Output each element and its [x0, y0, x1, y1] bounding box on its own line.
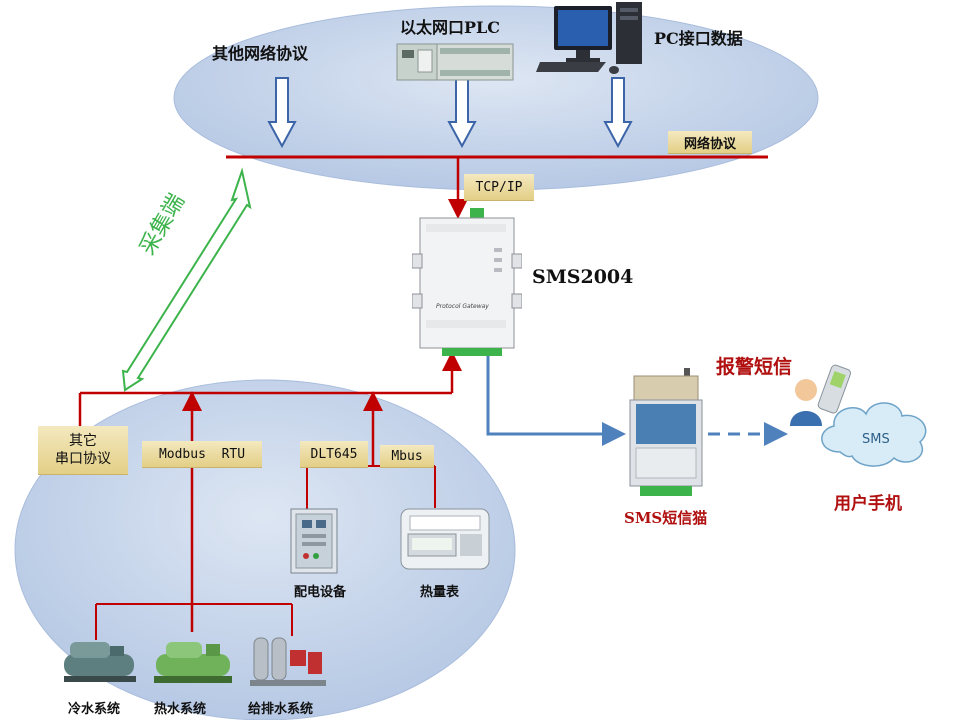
water-supply-system-icon: [248, 632, 328, 690]
heat-meter-icon: [400, 508, 490, 570]
sms2004-gateway-device: [411, 208, 523, 358]
plc-device-icon: [396, 40, 514, 84]
hot-water-label: 热水系统: [154, 702, 207, 717]
other-serial-line1: 其它: [69, 433, 97, 449]
pc-interface-label: PC接口数据: [654, 29, 743, 48]
other-serial-tag: 其它 串口协议: [38, 426, 128, 475]
collect-double-arrow: [121, 167, 252, 392]
network-protocol-tag: 网络协议: [668, 131, 752, 154]
sms-cloud-icon: [821, 402, 927, 467]
user-phone-icon: [784, 360, 864, 434]
sms-modem-device: [626, 368, 706, 500]
alarm-sms-label: 报警短信: [716, 356, 793, 378]
down-arrow-plc: [447, 77, 477, 149]
ethernet-plc-label: 以太网口PLC: [400, 18, 501, 37]
pc-computer-icon: [536, 2, 644, 78]
tcpip-tag: TCP/IP: [464, 174, 534, 201]
water-supply-label: 给排水系统: [248, 702, 314, 717]
heat-meter-label: 热量表: [420, 585, 460, 600]
other-network-protocol-label: 其他网络协议: [212, 44, 309, 63]
power-distribution-label: 配电设备: [294, 585, 347, 600]
chilled-water-system-icon: [60, 636, 140, 686]
user-phone-label: 用户手机: [834, 494, 902, 514]
gateway-name-label: SMS2004: [532, 266, 634, 288]
down-arrow-other: [267, 77, 297, 149]
chilled-water-label: 冷水系统: [68, 702, 121, 717]
cloud-sms-text: SMS: [862, 432, 890, 447]
other-serial-line2: 串口协议: [55, 451, 111, 467]
dlt645-tag: DLT645: [300, 441, 368, 468]
mbus-tag: Mbus: [380, 445, 434, 468]
modbus-rtu-tag: Modbus RTU: [142, 441, 262, 468]
gateway-to-smscat-line: [486, 356, 626, 446]
power-distribution-icon: [290, 508, 338, 574]
hot-water-system-icon: [150, 638, 236, 688]
down-arrow-pc: [603, 77, 633, 149]
sms-modem-label: SMS短信猫: [624, 509, 708, 527]
gateway-faceplate-text: Protocol Gateway: [436, 303, 489, 310]
